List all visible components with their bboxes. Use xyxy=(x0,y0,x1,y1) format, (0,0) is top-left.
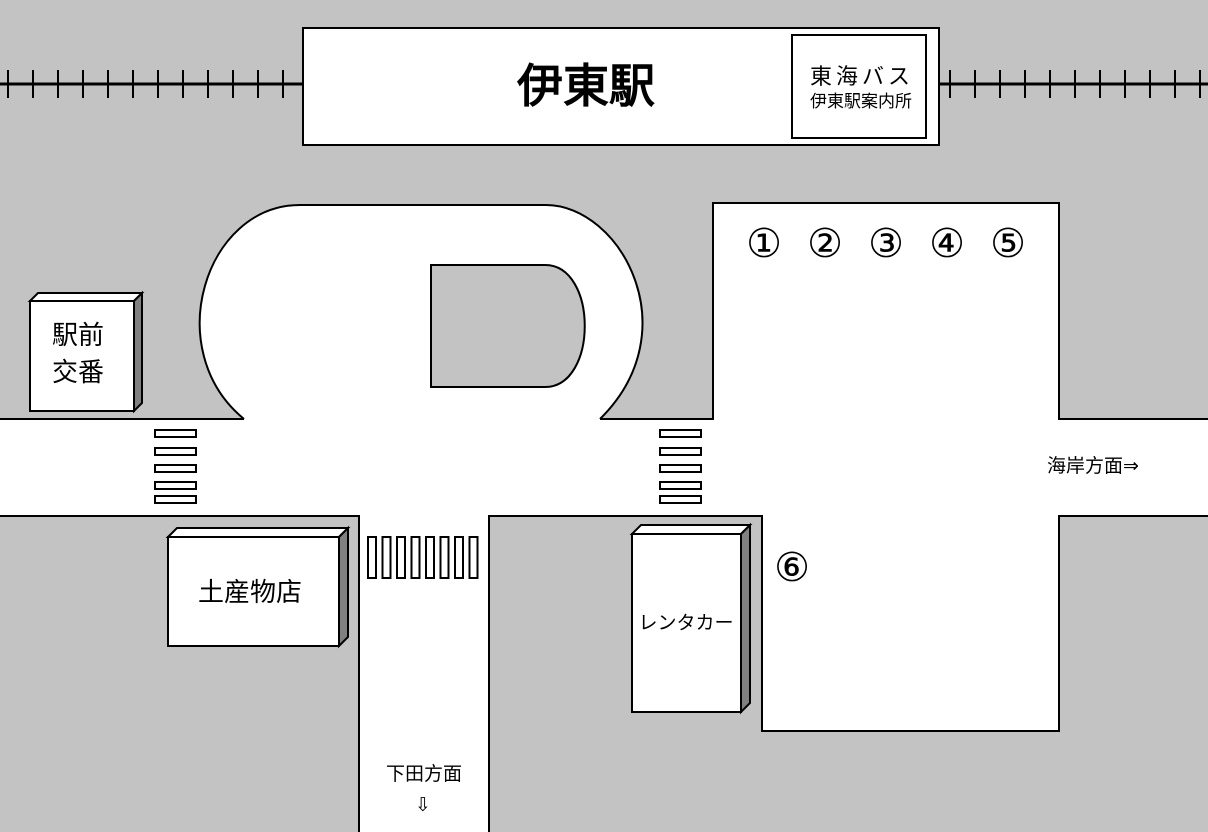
crosswalk-right xyxy=(659,429,702,504)
station-name: 伊東駅 xyxy=(516,59,655,113)
crosswalk-stripe xyxy=(659,495,702,504)
bus-stop-5: ⑤ xyxy=(990,221,1026,267)
police-box xyxy=(27,290,145,414)
bus-terminal-upper xyxy=(713,203,1059,433)
crosswalk-stripe xyxy=(454,536,464,579)
crosswalk-stripe xyxy=(154,447,197,456)
crosswalk-stripe xyxy=(367,536,377,579)
souvenir-shop xyxy=(165,525,351,649)
crosswalk-stripe xyxy=(410,536,421,579)
crosswalk-stripe xyxy=(396,536,406,579)
bus-stop-4: ④ xyxy=(929,221,965,267)
crosswalk-stripe xyxy=(425,536,435,579)
crosswalk-stripe xyxy=(659,447,702,456)
direction-coast: 海岸方面⇒ xyxy=(1047,455,1139,477)
roads xyxy=(0,203,1208,832)
railway-ties xyxy=(7,70,1201,98)
crosswalk-left xyxy=(154,429,197,504)
crosswalk-stripe xyxy=(381,536,392,579)
road-edges xyxy=(0,202,1208,832)
direction-shimoda: 下田方面 xyxy=(386,763,462,785)
bus-terminal-lower xyxy=(762,500,1059,731)
crosswalk-stripe xyxy=(154,481,197,490)
rotary-island xyxy=(430,264,586,388)
bus-stop-2: ② xyxy=(807,221,843,267)
police-box-label-2: 交番 xyxy=(52,358,104,388)
crosswalk-stripe xyxy=(659,429,702,438)
bus-stop-6: ⑥ xyxy=(774,545,810,591)
crosswalk-bottom xyxy=(367,536,479,579)
crosswalk-stripe xyxy=(154,495,197,504)
crosswalk-stripe xyxy=(659,481,702,490)
bus-stop-1: ① xyxy=(746,221,782,267)
rental-car-office xyxy=(629,522,753,715)
main-road xyxy=(0,418,1208,516)
bus-stop-3: ③ xyxy=(868,221,904,267)
crosswalk-stripe xyxy=(659,464,702,473)
bus-info-office xyxy=(791,34,927,139)
crosswalk-stripe xyxy=(468,536,479,579)
rental-car-label: レンタカー xyxy=(638,612,733,634)
direction-shimoda-arrow: ⇩ xyxy=(415,794,431,816)
crosswalk-stripe xyxy=(439,536,450,579)
police-box-label-1: 駅前 xyxy=(52,321,104,351)
bus-info-line2: 伊東駅案内所 xyxy=(810,92,912,112)
crosswalk-stripe xyxy=(154,464,197,473)
crosswalk-stripe xyxy=(154,429,197,438)
souvenir-shop-label: 土産物店 xyxy=(198,578,302,608)
shimoda-road xyxy=(359,500,489,832)
bus-info-line1: 東海バス xyxy=(810,65,914,90)
